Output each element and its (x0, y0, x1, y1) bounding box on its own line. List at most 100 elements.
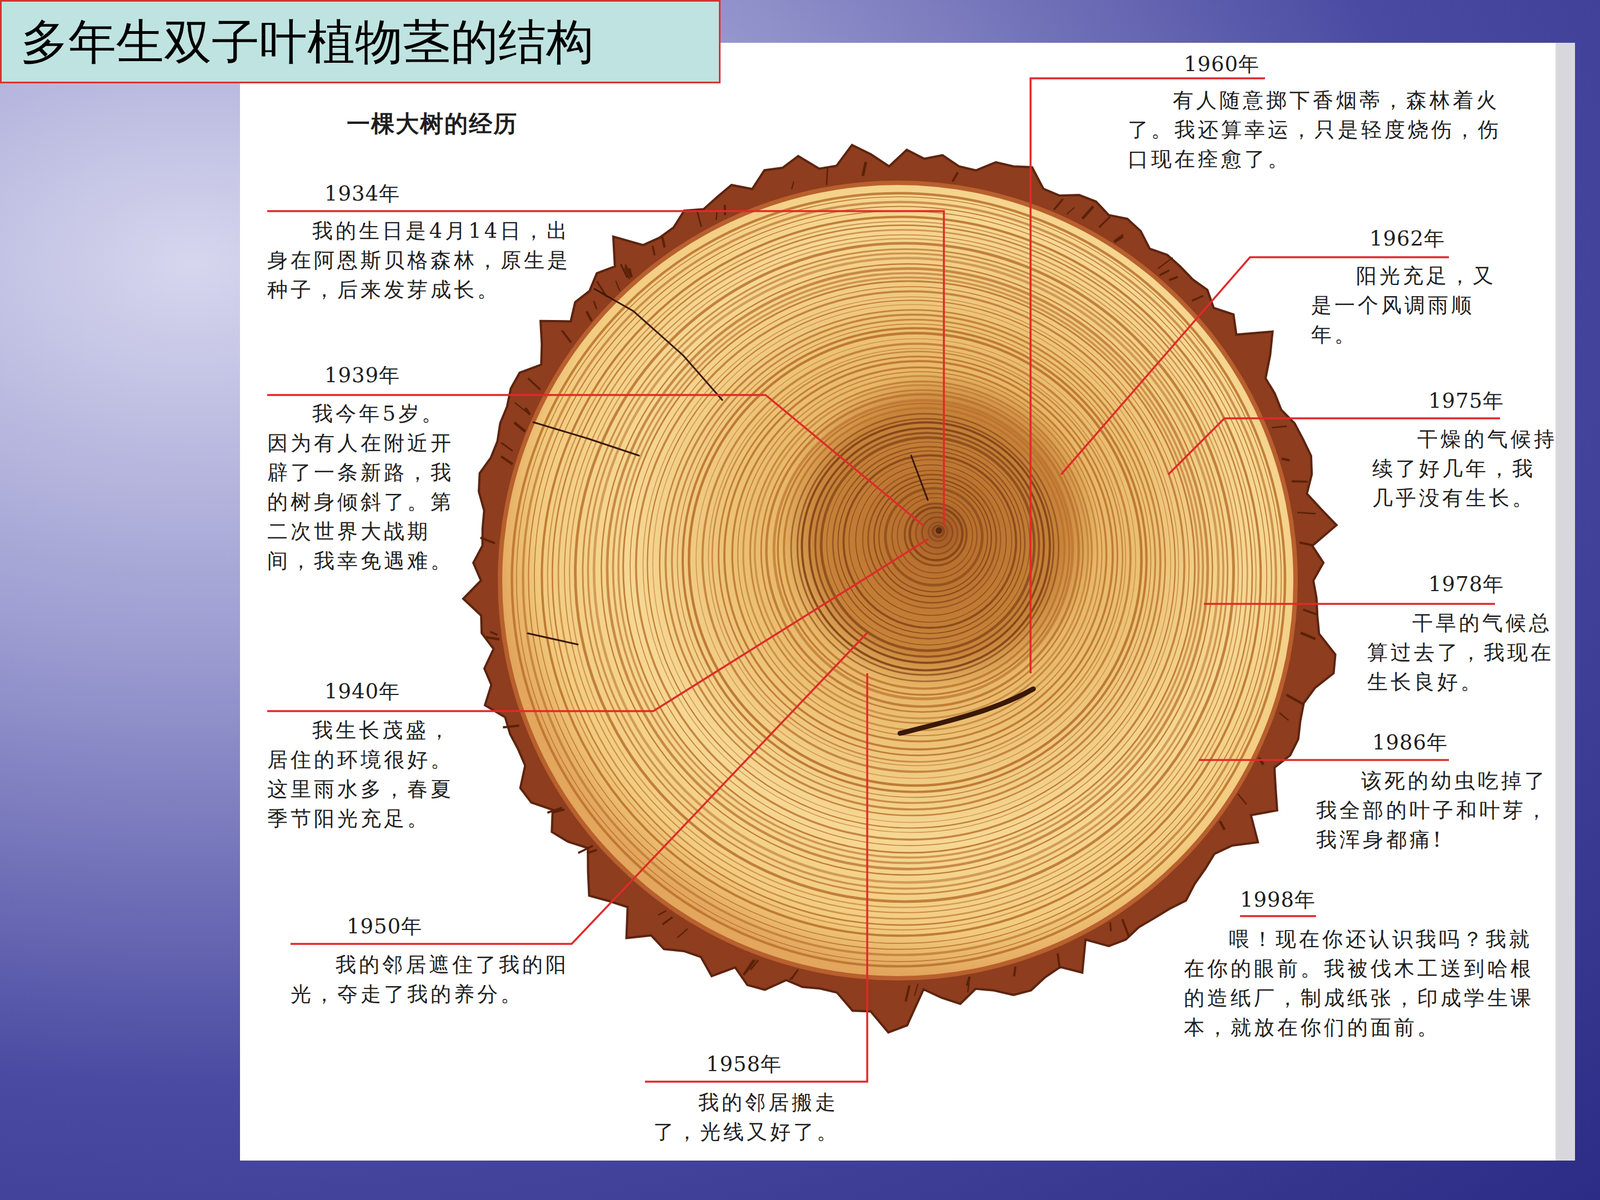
bark-texture (1286, 695, 1304, 705)
growth-ring (873, 479, 992, 597)
growth-ring (623, 281, 1195, 853)
bark-texture (967, 977, 970, 993)
year-label: 1962年 (1369, 226, 1445, 252)
growth-ring (732, 367, 1107, 742)
growth-ring (582, 249, 1228, 895)
bark-texture (1157, 257, 1173, 269)
growth-ring (522, 202, 1276, 955)
growth-ring (892, 493, 978, 579)
growth-ring (826, 442, 1030, 646)
leader-line (645, 673, 868, 1082)
crack (527, 633, 578, 645)
crack (911, 455, 928, 500)
year-label: 1975年 (1428, 388, 1504, 414)
growth-ring (910, 507, 963, 561)
bark-texture (746, 959, 756, 973)
bark-texture (586, 850, 597, 854)
year-label: 1934年 (324, 181, 400, 207)
cambium (497, 180, 1298, 981)
panel-heading: 一棵大树的经历 (346, 108, 518, 140)
annotation-text: 干旱的气候总算过去了，我现在生长良好。 (1367, 608, 1568, 697)
crack (900, 688, 1034, 734)
growth-ring (569, 238, 1239, 908)
year-label: 1940年 (324, 679, 400, 704)
growth-ring (761, 390, 1083, 712)
growth-ring (801, 422, 1050, 670)
growth-ring (868, 474, 997, 603)
growth-ring (672, 319, 1156, 803)
bark-texture (514, 422, 526, 432)
growth-ring (665, 314, 1161, 810)
growth-ring (682, 328, 1147, 793)
tree-cross-section (463, 145, 1337, 1033)
bark-texture (1114, 236, 1124, 243)
bark-texture (1082, 206, 1094, 219)
bark-texture (502, 725, 519, 728)
bark-texture (1279, 712, 1289, 721)
bark-texture (952, 172, 958, 182)
bark-texture (480, 537, 495, 544)
annotation-text: 喂！现在你还认识我吗？我就在你的眼前。我被伐木工送到哈根的造纸厂，制成纸张，印成… (1183, 924, 1542, 1043)
bark-texture (1098, 216, 1110, 228)
underline (1240, 915, 1317, 918)
growth-ring (528, 206, 1272, 949)
growth-ring (809, 428, 1044, 663)
growth-ring (932, 525, 944, 537)
bark-texture (514, 402, 529, 414)
annotation-text: 我的生日是4月14日，出身在阿恩斯贝格森林，原生是种子，后来发芽成长。 (267, 216, 592, 305)
growth-ring (630, 286, 1189, 846)
bark-texture (652, 245, 655, 255)
bark-texture (1281, 458, 1290, 461)
growth-ring (743, 376, 1098, 731)
growth-ring (601, 263, 1213, 875)
bark-texture (615, 281, 620, 292)
growth-ring (587, 253, 1224, 889)
growth-ring (862, 470, 1001, 609)
growth-ring (750, 381, 1092, 724)
bark-texture (593, 301, 597, 310)
year-label: 1986年 (1372, 730, 1448, 755)
bark-texture (527, 378, 540, 390)
crack (594, 288, 723, 400)
growth-ring (724, 361, 1113, 750)
bark-texture (791, 969, 798, 980)
growth-ring (702, 343, 1131, 772)
bark-texture (826, 167, 828, 185)
bark (463, 145, 1337, 1033)
pith (935, 527, 943, 534)
growth-ring (696, 338, 1136, 779)
growth-ring (652, 304, 1171, 823)
bark-texture (1053, 198, 1063, 210)
growth-ring (534, 211, 1267, 944)
bark-texture (486, 637, 500, 640)
growth-ring (547, 221, 1257, 930)
bark-texture (1303, 609, 1318, 615)
growth-ring (885, 488, 983, 585)
bark-texture (1191, 296, 1203, 302)
bark-texture (658, 910, 667, 915)
bark-texture (696, 210, 702, 227)
growth-ring (897, 497, 973, 573)
year-label: 1998年 (1240, 887, 1316, 913)
slide-title: 多年生双子叶植物茎的结构 (20, 13, 700, 70)
growth-ring (797, 418, 1054, 675)
growth-ring (737, 371, 1102, 736)
growth-ring (755, 385, 1089, 719)
bark-texture (552, 809, 565, 813)
bark-texture (1299, 542, 1314, 546)
growth-ring (718, 356, 1118, 756)
annotation-text: 阳光充足，又是一个风调雨顺年。 (1311, 261, 1515, 350)
growth-ring (564, 235, 1243, 913)
bark-texture (905, 985, 910, 1002)
bark-texture (791, 181, 794, 190)
growth-ring (777, 403, 1070, 695)
bark-texture (662, 236, 665, 248)
year-label: 1960年 (1183, 52, 1260, 77)
growth-ring (642, 296, 1179, 833)
bark-texture (1159, 270, 1169, 276)
bark-texture (1258, 757, 1264, 765)
annotation-text: 干燥的气候持续了好几年，我几乎没有生长。 (1372, 424, 1558, 513)
panel (240, 42, 1575, 1161)
growth-ring (541, 216, 1261, 936)
bark-texture (716, 212, 717, 220)
